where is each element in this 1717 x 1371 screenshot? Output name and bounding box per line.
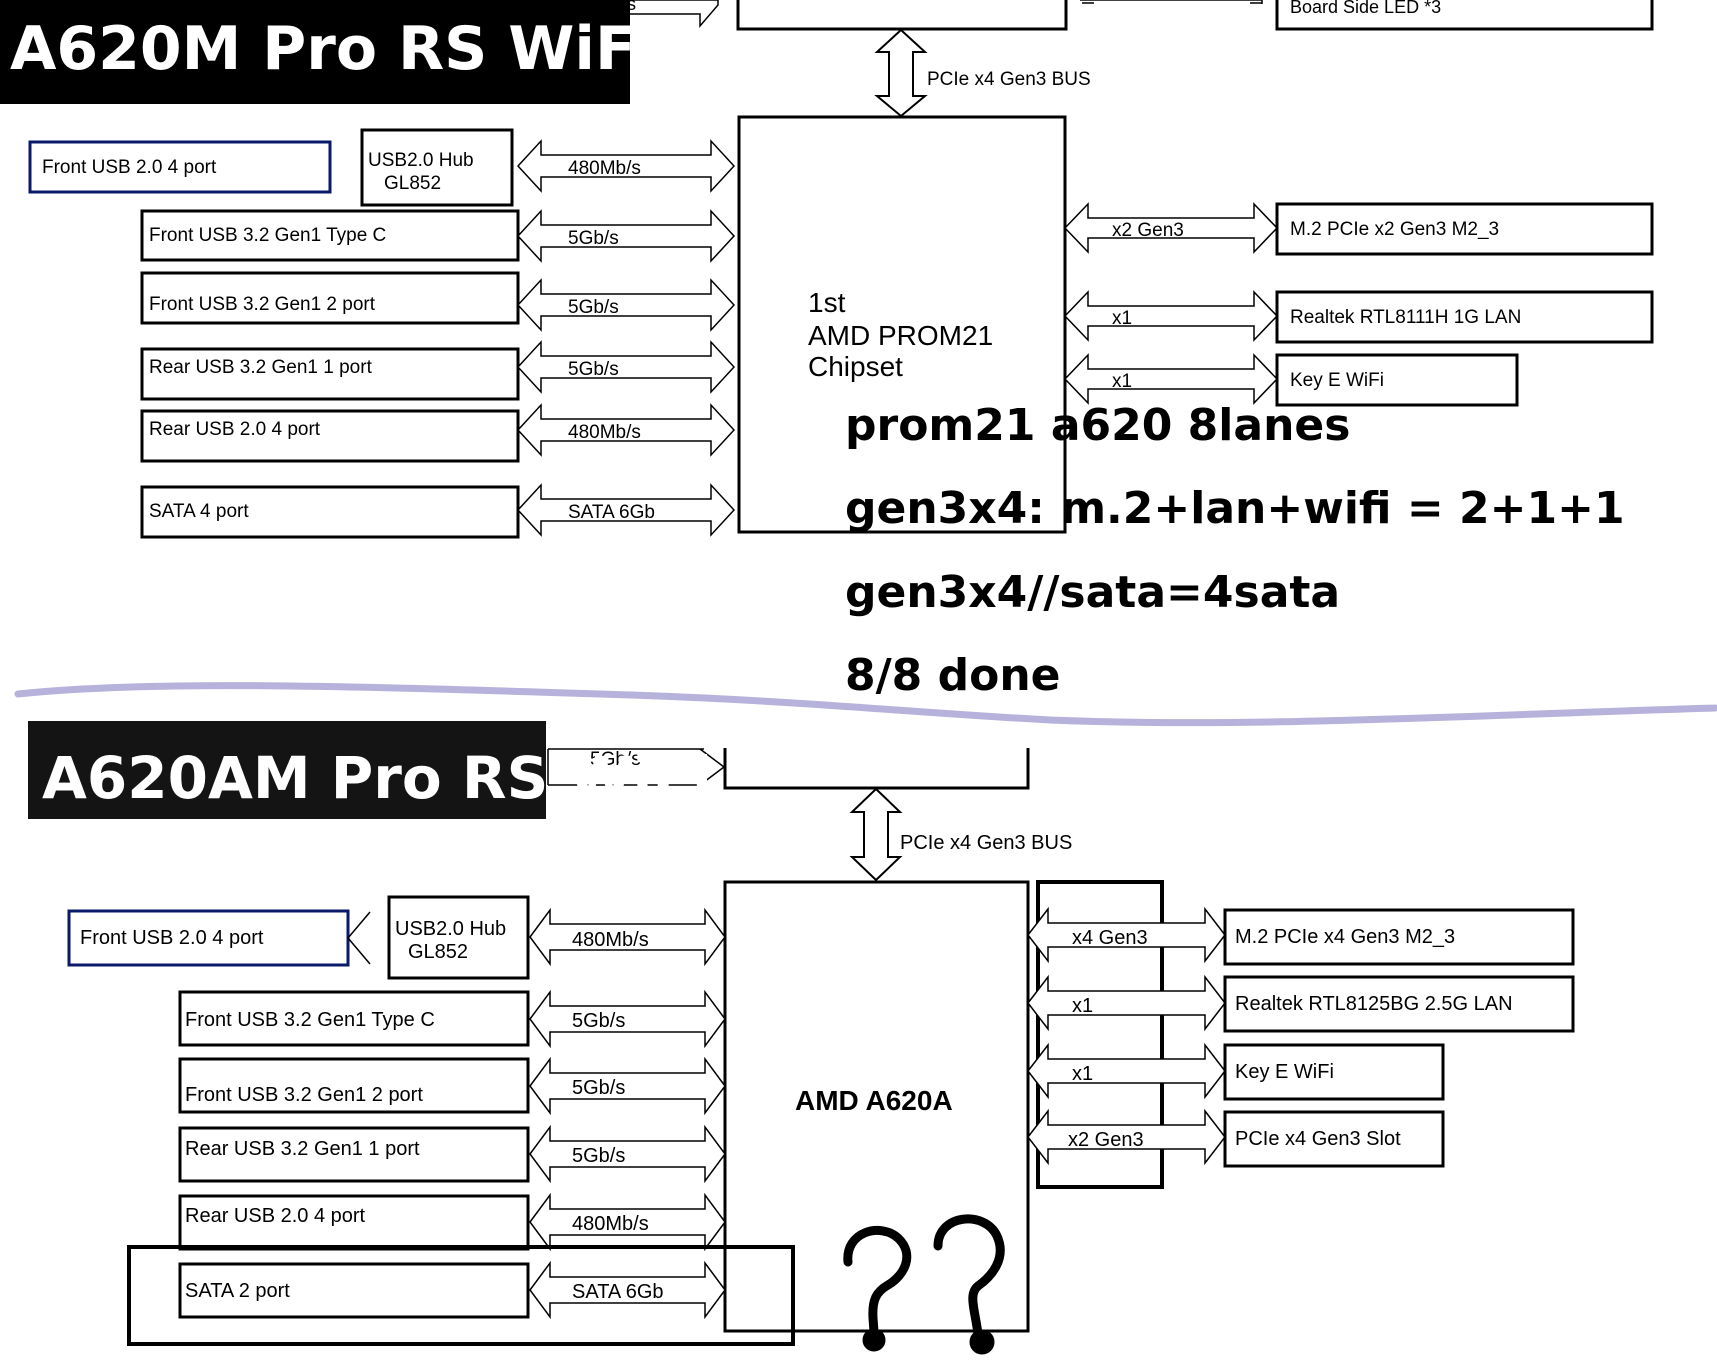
top-right-row-0: x2 Gen3 M.2 PCIe x2 Gen3 M2_3 [1063, 202, 1654, 256]
bottom-left-label-1: Front USB 3.2 Gen1 2 port [185, 1084, 423, 1106]
bottom-left-rate-0: 5Gb/s [572, 1010, 625, 1032]
bottom-right-rate-3: x2 Gen3 [1068, 1129, 1144, 1151]
bottom-title: A620AM Pro RS WiFi [42, 744, 712, 812]
top-chipset-box [737, 115, 1067, 534]
top-right-rate-1: x1 [1112, 308, 1132, 329]
top-left-rate-4: SATA 6Gb [568, 502, 655, 523]
bottom-hub-rate: 480Mb/s [572, 929, 649, 951]
bottom-left-label-4: SATA 2 port [185, 1280, 290, 1302]
top-left-row-2: Rear USB 3.2 Gen1 1 port 5Gb/s [140, 340, 736, 401]
note-3: 8/8 done [845, 650, 1061, 701]
note-2: gen3x4//sata=4sata [845, 567, 1340, 618]
bottom-left-label-3: Rear USB 2.0 4 port [185, 1205, 366, 1227]
top-title: A620M Pro RS WiFi [10, 14, 657, 84]
bottom-front-usb2: Front USB 2.0 4 port [67, 909, 371, 967]
top-left-row-1: Front USB 3.2 Gen1 2 port 5Gb/s [140, 271, 736, 332]
top-diagram: /s Board Side LED *3 PCIe x4 Gen3 BUS 1s… [0, 0, 1654, 539]
bottom-top-rate: 5Gb/s [590, 749, 641, 770]
top-left-label-2: Rear USB 3.2 Gen1 1 port [149, 357, 373, 378]
top-left-label-0: Front USB 3.2 Gen1 Type C [149, 225, 386, 246]
top-left-rate-1: 5Gb/s [568, 297, 619, 318]
bottom-usb-hub: USB2.0 Hub GL852 [387, 895, 530, 980]
bottom-right-rate-2: x1 [1072, 1063, 1093, 1085]
bottom-front-usb2-label: Front USB 2.0 4 port [80, 927, 264, 949]
notes: prom21 a620 8lanes gen3x4: m.2+lan+wifi … [845, 400, 1625, 701]
top-left-label-4: SATA 4 port [149, 501, 249, 522]
top-chipset-label: 1st AMD PROM21 Chipset [808, 287, 1001, 382]
top-left-row-4: SATA 4 port SATA 6Gb [140, 483, 736, 539]
top-title-badge: A620M Pro RS WiFi [0, 0, 657, 104]
top-usb-hub-label: USB2.0 Hub GL852 [368, 150, 479, 194]
bottom-right-rate-0: x4 Gen3 [1072, 927, 1148, 949]
top-right-label-0: M.2 PCIe x2 Gen3 M2_3 [1290, 219, 1499, 240]
bottom-left-rate-4: SATA 6Gb [572, 1281, 664, 1303]
top-pcie-bus-label: PCIe x4 Gen3 BUS [927, 69, 1091, 90]
bottom-pcie-bus-label: PCIe x4 Gen3 BUS [900, 832, 1072, 854]
bottom-right-label-3: PCIe x4 Gen3 Slot [1235, 1128, 1401, 1150]
top-hub-arrow: 480Mb/s [516, 139, 736, 193]
top-hub-rate: 480Mb/s [568, 158, 641, 179]
bottom-left-row-1: Front USB 3.2 Gen1 2 port 5Gb/s [178, 1056, 726, 1116]
question-marks [843, 1214, 1005, 1355]
bottom-right-row-0: x4 Gen3 M.2 PCIe x4 Gen3 M2_3 [1027, 906, 1575, 966]
top-board-led: Board Side LED *3 [1275, 0, 1654, 31]
lane-highlight-box [1036, 880, 1164, 1189]
top-left-row-3: Rear USB 2.0 4 port 480Mb/s [140, 403, 736, 463]
separator-line [14, 682, 1717, 727]
bottom-right-rate-1: x1 [1072, 995, 1093, 1017]
top-left-label-1: Front USB 3.2 Gen1 2 port [149, 294, 376, 315]
top-right-label-1: Realtek RTL8111H 1G LAN [1290, 307, 1521, 328]
bottom-left-row-3: Rear USB 2.0 4 port 480Mb/s [178, 1192, 726, 1252]
top-right-row-2: x1 Key E WiFi [1063, 353, 1519, 407]
bottom-right-label-2: Key E WiFi [1235, 1061, 1334, 1083]
top-left-rate-2: 5Gb/s [568, 359, 619, 380]
bottom-left-rate-1: 5Gb/s [572, 1077, 625, 1099]
top-left-rate-3: 480Mb/s [568, 422, 641, 443]
bottom-left-row-4: SATA 2 port SATA 6Gb [178, 1260, 726, 1320]
bottom-left-row-0: Front USB 3.2 Gen1 Type C 5Gb/s [178, 989, 726, 1049]
bottom-usb-hub-label: USB2.0 Hub GL852 [395, 918, 512, 963]
bottom-right-row-3: x2 Gen3 PCIe x4 Gen3 Slot [1027, 1108, 1445, 1168]
bottom-pcie-bus-arrow: PCIe x4 Gen3 BUS [849, 787, 1072, 882]
top-cpu-box [736, 0, 1068, 31]
bottom-right-row-2: x1 Key E WiFi [1027, 1042, 1445, 1101]
bottom-cpu-box [723, 748, 1030, 790]
bottom-right-label-0: M.2 PCIe x4 Gen3 M2_3 [1235, 926, 1455, 948]
bottom-diagram: 5Gb/s PCIe x4 Gen3 BUS AMD A620A Front U… [28, 721, 1575, 1355]
top-right-row-1: x1 Realtek RTL8111H 1G LAN [1063, 290, 1654, 344]
bottom-left-rate-2: 5Gb/s [572, 1145, 625, 1167]
bottom-right-row-1: x1 Realtek RTL8125BG 2.5G LAN [1027, 974, 1575, 1033]
top-right-label-2: Key E WiFi [1290, 370, 1384, 391]
top-right-rate-0: x2 Gen3 [1112, 220, 1184, 241]
bottom-left-row-2: Rear USB 3.2 Gen1 1 port 5Gb/s [178, 1124, 726, 1184]
top-left-label-3: Rear USB 2.0 4 port [149, 419, 321, 440]
bottom-right-label-1: Realtek RTL8125BG 2.5G LAN [1235, 993, 1513, 1015]
top-right-rate-2: x1 [1112, 371, 1132, 392]
bottom-left-label-2: Rear USB 3.2 Gen1 1 port [185, 1138, 420, 1160]
bottom-left-rate-3: 480Mb/s [572, 1213, 649, 1235]
bottom-chipset-box [723, 880, 1030, 1333]
top-board-led-label: Board Side LED *3 [1290, 0, 1441, 17]
bottom-title-badge: A620AM Pro RS WiFi [28, 721, 712, 819]
top-front-usb2-label: Front USB 2.0 4 port [42, 157, 217, 178]
top-left-rate-0: 5Gb/s [568, 228, 619, 249]
sata-highlight-box [127, 1245, 795, 1346]
top-front-usb2: Front USB 2.0 4 port [28, 140, 332, 194]
top-left-row-0: Front USB 3.2 Gen1 Type C 5Gb/s [140, 209, 736, 263]
bottom-top-link: 5Gb/s [547, 748, 726, 786]
top-pcie-bus-arrow: PCIe x4 Gen3 BUS [874, 28, 1091, 118]
note-0: prom21 a620 8lanes [845, 400, 1350, 451]
top-led-link [1080, 0, 1263, 4]
bottom-chipset-label: AMD A620A [795, 1085, 953, 1116]
note-1: gen3x4: m.2+lan+wifi = 2+1+1 [845, 483, 1625, 534]
top-usb-hub: USB2.0 Hub GL852 [360, 128, 514, 207]
bottom-hub-arrow: 480Mb/s [529, 907, 726, 967]
bottom-left-label-0: Front USB 3.2 Gen1 Type C [185, 1009, 435, 1031]
